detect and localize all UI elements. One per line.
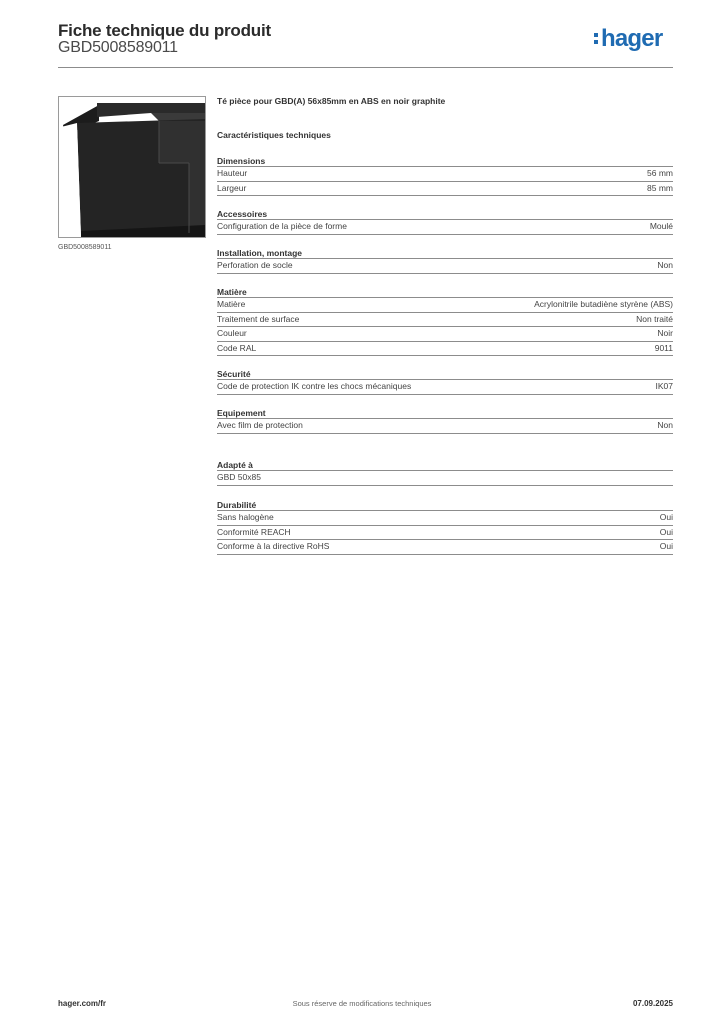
spec-row: Hauteur 56 mm <box>217 167 673 182</box>
spec-row: Avec film de protection Non <box>217 419 673 434</box>
spec-label: Traitement de surface <box>217 313 300 324</box>
logo-dots-icon <box>594 30 600 46</box>
product-image <box>58 96 206 238</box>
spec-label: Code de protection IK contre les chocs m… <box>217 381 412 391</box>
section-title: Adapté à <box>217 459 673 471</box>
spec-row: Couleur Noir <box>217 327 673 342</box>
spec-value: Oui <box>659 526 673 537</box>
image-caption: GBD5008589011 <box>58 244 112 251</box>
spec-label: Couleur <box>217 328 247 339</box>
spec-value: Non traité <box>636 313 673 324</box>
spec-row: GBD 50x85 <box>217 471 673 486</box>
section-title: Matière <box>217 286 673 298</box>
spec-value: 56 mm <box>647 168 673 178</box>
spec-label: Conforme à la directive RoHS <box>217 541 330 552</box>
spec-value: Acrylonitrile butadiène styrène (ABS) <box>534 299 673 309</box>
spec-value: 85 mm <box>647 182 673 193</box>
section-accessoires: Accessoires Configuration de la pièce de… <box>217 208 673 235</box>
logo-text: hager <box>601 25 663 52</box>
spec-value: 9011 <box>654 342 673 353</box>
spec-label: Avec film de protection <box>217 420 303 430</box>
spec-row: Conforme à la directive RoHS Oui <box>217 540 673 555</box>
spec-value: Non <box>657 420 673 430</box>
spec-value: Oui <box>659 512 673 522</box>
spec-value: Moulé <box>649 221 673 231</box>
hager-logo: hager <box>594 25 663 52</box>
specs-heading: Caractéristiques techniques <box>217 130 331 140</box>
spec-label: Largeur <box>217 182 247 193</box>
section-title: Sécurité <box>217 368 673 380</box>
section-title: Durabilité <box>217 499 673 511</box>
spec-row: Matière Acrylonitrile butadiène styrène (… <box>217 298 673 313</box>
page-title: Fiche technique du produit <box>58 21 271 40</box>
spec-value: Oui <box>659 541 673 552</box>
header-divider <box>58 67 673 68</box>
footer-date: 07.09.2025 <box>632 999 673 1008</box>
section-title: Dimensions <box>217 155 673 167</box>
spec-label: Conformité REACH <box>217 526 291 537</box>
footer-website-link[interactable]: hager.com/fr <box>58 999 107 1008</box>
spec-label: Sans halogène <box>217 512 274 522</box>
spec-row: Code RAL 9011 <box>217 342 673 357</box>
spec-label: Hauteur <box>217 168 248 178</box>
spec-row: Conformité REACH Oui <box>217 526 673 541</box>
spec-value: IK07 <box>655 381 674 391</box>
spec-label: Perforation de socle <box>217 260 293 270</box>
footer-notice: Sous réserve de modifications techniques <box>292 999 432 1008</box>
section-equipement: Equipement Avec film de protection Non <box>217 407 673 434</box>
section-title: Accessoires <box>217 208 673 220</box>
section-title: Installation, montage <box>217 247 673 259</box>
spec-label: Matière <box>217 299 246 309</box>
section-dimensions: Dimensions Hauteur 56 mm Largeur 85 mm <box>217 155 673 197</box>
section-title: Equipement <box>217 407 673 419</box>
product-reference: GBD5008589011 <box>58 39 178 56</box>
spec-value: Noir <box>657 328 673 339</box>
spec-label: Configuration de la pièce de forme <box>217 221 347 231</box>
section-installation: Installation, montage Perforation de soc… <box>217 247 673 274</box>
spec-row: Traitement de surface Non traité <box>217 313 673 328</box>
product-description: Té pièce pour GBD(A) 56x85mm en ABS en n… <box>217 96 446 106</box>
t-piece-illustration <box>61 103 205 237</box>
spec-label: GBD 50x85 <box>217 472 261 482</box>
spec-label: Code RAL <box>217 342 257 353</box>
spec-row: Configuration de la pièce de forme Moulé <box>217 220 673 235</box>
spec-row: Code de protection IK contre les chocs m… <box>217 380 673 395</box>
section-adapte: Adapté à GBD 50x85 <box>217 459 673 486</box>
spec-row: Perforation de socle Non <box>217 259 673 274</box>
section-securite: Sécurité Code de protection IK contre le… <box>217 368 673 395</box>
spec-row: Sans halogène Oui <box>217 511 673 526</box>
spec-row: Largeur 85 mm <box>217 182 673 197</box>
spec-value: Non <box>657 260 673 270</box>
